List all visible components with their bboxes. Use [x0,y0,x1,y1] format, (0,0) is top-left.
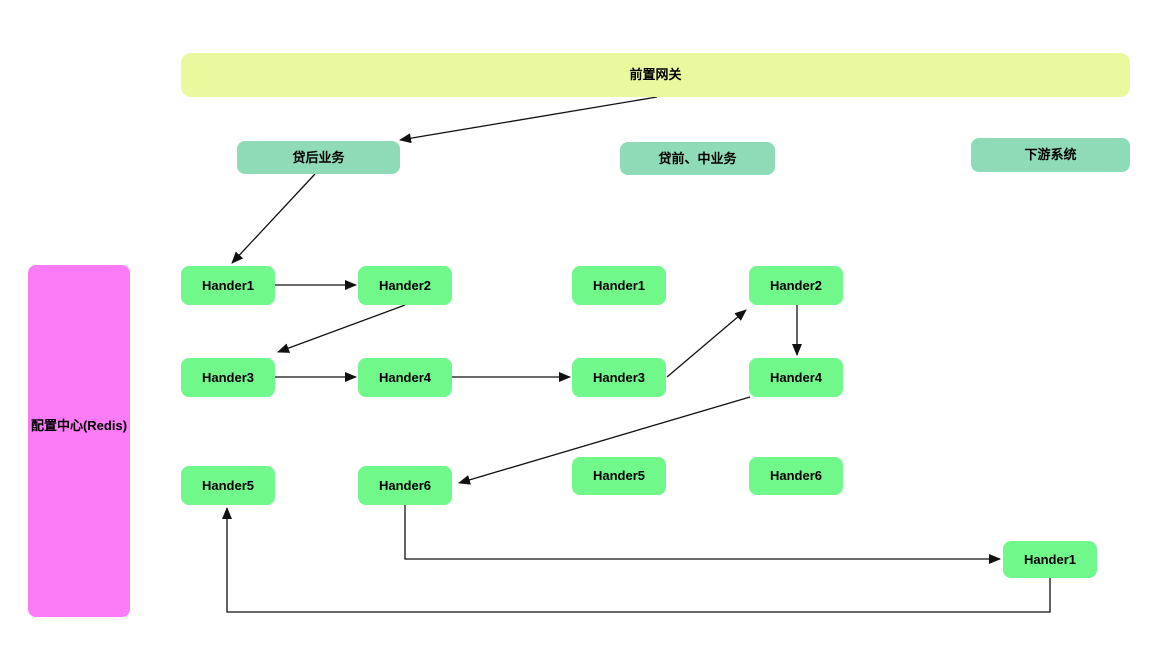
handler1-left-label: Hander1 [201,277,255,293]
handler5-mid-label: Hander5 [592,468,646,484]
handler6-left-to-handler1-bottom-arrow [404,505,1001,564]
gateway-node[interactable]: 前置网关 [181,53,1130,97]
handler1-bottom-to-handler5-left-arrow [222,507,1051,613]
handler6-mid-node[interactable]: Hander6 [749,457,843,495]
handler1-mid-node[interactable]: Hander1 [572,266,666,305]
handler6-mid-label: Hander6 [769,468,823,484]
handler5-mid-node[interactable]: Hander5 [572,457,666,495]
gateway-to-post-loan-arrow [399,96,658,144]
handler2-mid-label: Hander2 [769,277,823,293]
pre-mid-business-node[interactable]: 贷前、中业务 [620,142,775,175]
handler3-mid-label: Hander3 [592,369,646,385]
handler4-left-label: Hander4 [378,369,432,385]
gateway-label: 前置网关 [629,67,682,83]
handler1-mid-label: Hander1 [592,277,646,293]
handler4-left-node[interactable]: Hander4 [358,358,452,397]
downstream-system-node[interactable]: 下游系统 [971,138,1130,172]
handler4-mid-label: Hander4 [769,369,823,385]
downstream-system-label: 下游系统 [1024,147,1077,163]
handler5-left-label: Hander5 [201,477,255,493]
handler2-mid-node[interactable]: Hander2 [749,266,843,305]
handler3-mid-node[interactable]: Hander3 [572,358,666,397]
post-loan-business-label: 贷后业务 [292,149,345,165]
handler5-left-node[interactable]: Hander5 [181,466,275,505]
handler2-left-label: Hander2 [378,277,432,293]
handler3-left-label: Hander3 [201,369,255,385]
handler1-left-node[interactable]: Hander1 [181,266,275,305]
post-loan-business-node[interactable]: 贷后业务 [237,141,400,174]
handler6-left-label: Hander6 [378,477,432,493]
handler1-bottom-label: Hander1 [1023,551,1077,567]
handler3-mid-to-handler2-mid-arrow [666,309,747,378]
config-center-label: 配置中心(Redis) [30,418,128,434]
config-center-node[interactable]: 配置中心(Redis) [28,265,130,617]
pre-mid-business-label: 贷前、中业务 [658,150,737,166]
handler2-to-handler3-left-arrow [277,304,406,353]
handler6-left-node[interactable]: Hander6 [358,466,452,505]
handler1-bottom-node[interactable]: Hander1 [1003,541,1097,578]
handler2-left-node[interactable]: Hander2 [358,266,452,305]
handler3-left-node[interactable]: Hander3 [181,358,275,397]
handler4-mid-node[interactable]: Hander4 [749,358,843,397]
post-loan-to-handler1-left-arrow [231,173,316,264]
